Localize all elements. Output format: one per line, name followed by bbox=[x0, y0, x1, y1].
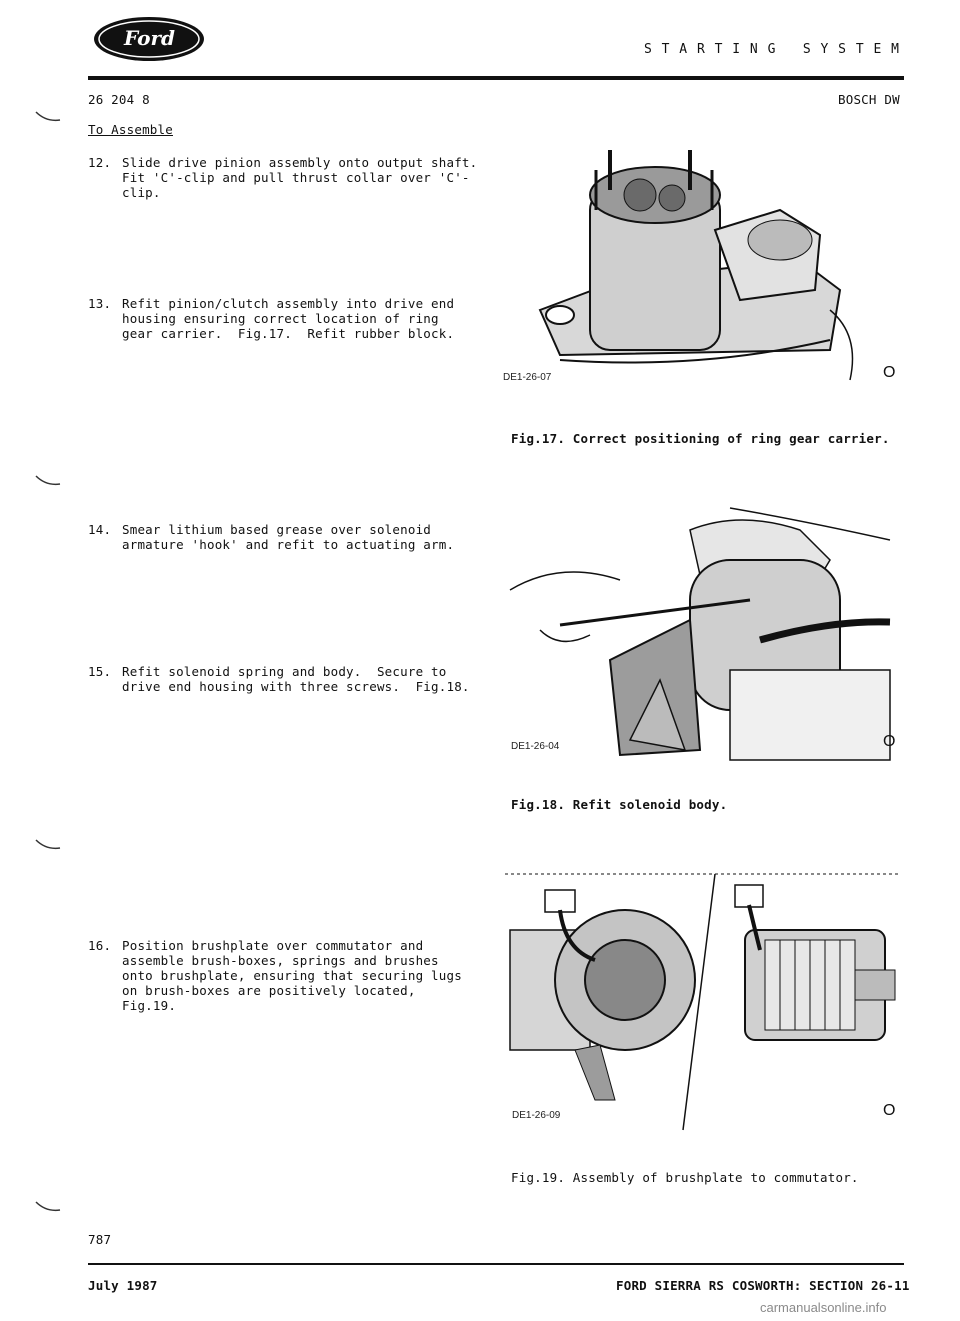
figure-18-label: DE1-26-04 bbox=[511, 741, 560, 752]
step-number: 14. bbox=[88, 522, 112, 537]
step-number: 13. bbox=[88, 296, 112, 311]
page-number: 787 bbox=[88, 1232, 112, 1247]
margin-tick bbox=[35, 839, 61, 850]
step-text: Refit pinion/clutch assembly into drive … bbox=[122, 296, 455, 341]
step-12: 12. Slide drive pinion assembly onto out… bbox=[88, 155, 477, 200]
watermark: carmanualsonline.info bbox=[760, 1300, 887, 1315]
step-text: Slide drive pinion assembly onto output … bbox=[122, 155, 478, 200]
footer-rule bbox=[88, 1263, 904, 1265]
step-text: Refit solenoid spring and body. Secure t… bbox=[122, 664, 470, 694]
figure-18-mark: O bbox=[883, 733, 896, 750]
margin-tick bbox=[35, 111, 61, 122]
figure-19-caption: Fig.19. Assembly of brushplate to commut… bbox=[511, 1170, 859, 1185]
step-text: Position brushplate over commutator and … bbox=[122, 938, 462, 1013]
figure-19-mark: O bbox=[883, 1102, 896, 1119]
footer-date: July 1987 bbox=[88, 1278, 158, 1293]
subheading: To Assemble bbox=[88, 122, 173, 137]
step-text: Smear lithium based grease over solenoid… bbox=[122, 522, 455, 552]
step-number: 12. bbox=[88, 155, 112, 170]
figure-18-illustration bbox=[500, 500, 900, 765]
step-number: 16. bbox=[88, 938, 112, 953]
figure-19-label: DE1-26-09 bbox=[512, 1110, 561, 1121]
header-rule bbox=[88, 76, 904, 80]
step-16: 16. Position brushplate over commutator … bbox=[88, 938, 462, 1013]
ford-logo-text: Ford bbox=[124, 26, 175, 50]
step-14: 14. Smear lithium based grease over sole… bbox=[88, 522, 454, 552]
figure-17-illustration bbox=[500, 140, 900, 385]
margin-tick bbox=[35, 475, 61, 486]
step-15: 15. Refit solenoid spring and body. Secu… bbox=[88, 664, 470, 694]
figure-17-mark: O bbox=[883, 364, 896, 381]
ford-logo bbox=[94, 17, 204, 61]
step-number: 15. bbox=[88, 664, 112, 679]
step-13: 13. Refit pinion/clutch assembly into dr… bbox=[88, 296, 454, 341]
footer-manual-ref: FORD SIERRA RS COSWORTH: SECTION 26-11 bbox=[616, 1278, 910, 1293]
figure-17-caption: Fig.17. Correct positioning of ring gear… bbox=[511, 431, 890, 446]
section-title: S T A R T I N G S Y S T E M bbox=[644, 42, 900, 57]
figure-17-label: DE1-26-07 bbox=[503, 372, 552, 383]
figure-19-illustration bbox=[505, 870, 900, 1135]
doc-ref: 26 204 8 bbox=[88, 92, 150, 107]
figure-18-caption: Fig.18. Refit solenoid body. bbox=[511, 797, 728, 812]
margin-tick bbox=[35, 1201, 61, 1212]
variant-label: BOSCH DW bbox=[838, 92, 900, 107]
